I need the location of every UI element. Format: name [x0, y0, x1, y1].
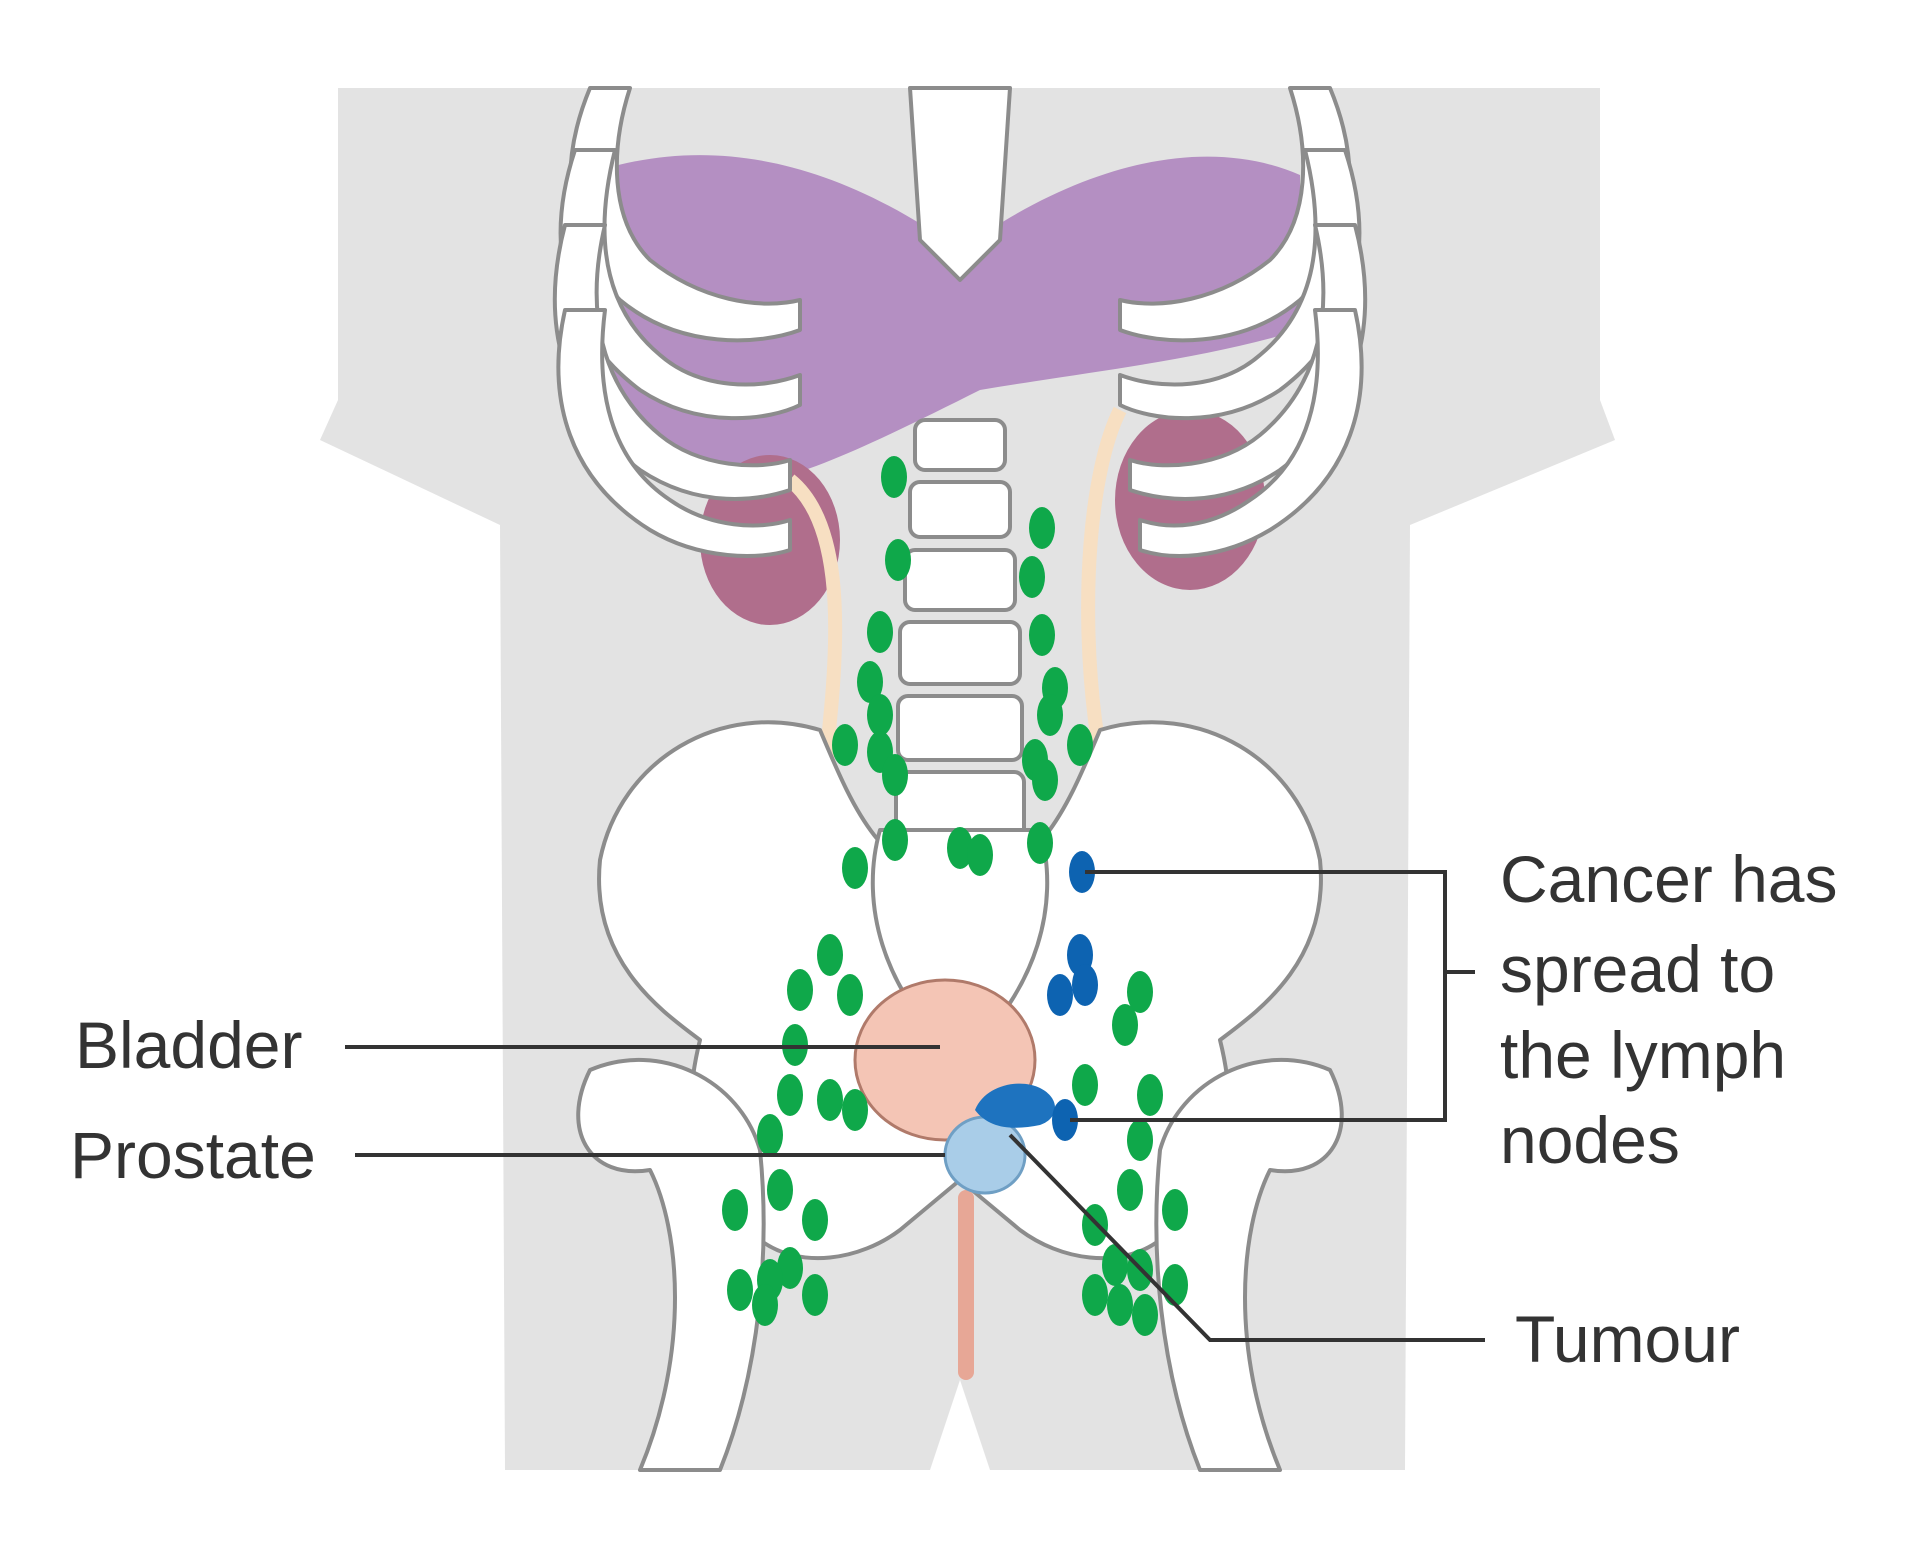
lymph-node-normal [757, 1114, 783, 1156]
lymph-bracket [1070, 870, 1447, 1122]
lymph-node-normal [1082, 1274, 1108, 1316]
lymph-node-normal [881, 456, 907, 498]
lymph-node-normal [1067, 724, 1093, 766]
lymph-node-normal [857, 661, 883, 703]
prostate [943, 1115, 1027, 1195]
lymph-node-normal [752, 1284, 778, 1326]
lymph-nodes [722, 456, 1188, 1336]
lymph-node-cancer [1052, 1099, 1078, 1141]
label-lymph-line-3: the lymph [1500, 1018, 1786, 1092]
lymph-node-normal [1072, 1064, 1098, 1106]
lymph-node-normal [787, 969, 813, 1011]
lymph-node-normal [832, 724, 858, 766]
lymph-node-normal [722, 1189, 748, 1231]
lymph-node-normal [727, 1269, 753, 1311]
tumour-leader [1008, 1133, 1485, 1342]
ribcage [552, 86, 1368, 558]
lymph-node-normal [1117, 1169, 1143, 1211]
lymph-node-normal [777, 1247, 803, 1289]
lymph-node-normal [1137, 1074, 1163, 1116]
lymph-node-cancer [1072, 964, 1098, 1006]
lymph-node-normal [1029, 614, 1055, 656]
urethra [958, 1190, 974, 1380]
lymph-node-normal [1112, 1004, 1138, 1046]
lymph-node-normal [967, 834, 993, 876]
lymph-node-cancer [1069, 851, 1095, 893]
lymph-node-normal [1102, 1244, 1128, 1286]
lymph-node-normal [1032, 759, 1058, 801]
label-prostate: Prostate [70, 1118, 316, 1192]
lymph-node-normal [867, 694, 893, 736]
lymph-node-normal [817, 934, 843, 976]
lymph-node-normal [1019, 556, 1045, 598]
label-tumour: Tumour [1515, 1302, 1740, 1376]
leader-lines [345, 870, 1485, 1342]
lymph-node-normal [802, 1199, 828, 1241]
tumour [975, 1083, 1055, 1128]
label-bladder: Bladder [75, 1008, 303, 1082]
lymph-node-cancer [1047, 974, 1073, 1016]
lymph-node-normal [802, 1274, 828, 1316]
lymph-node-normal [1127, 971, 1153, 1013]
lymph-node-normal [1132, 1294, 1158, 1336]
lymph-node-normal [882, 819, 908, 861]
label-lymph-line-1: Cancer has [1500, 842, 1838, 916]
lymph-node-normal [842, 847, 868, 889]
left-femur [576, 1058, 766, 1472]
lymph-node-normal [1127, 1119, 1153, 1161]
lymph-node-normal [837, 974, 863, 1016]
lymph-node-normal [777, 1074, 803, 1116]
lymph-node-normal [817, 1079, 843, 1121]
label-lymph-line-4: nodes [1500, 1103, 1680, 1177]
lymph-node-normal [1029, 507, 1055, 549]
lymph-node-normal [1107, 1284, 1133, 1326]
lymph-node-normal [842, 1089, 868, 1131]
lymph-node-normal [882, 754, 908, 796]
lymph-node-normal [1037, 694, 1063, 736]
lymph-node-normal [885, 539, 911, 581]
lymph-node-normal [767, 1169, 793, 1211]
label-lymph-line-2: spread to [1500, 932, 1775, 1006]
lymph-node-normal [1162, 1264, 1188, 1306]
lymph-node-normal [947, 827, 973, 869]
lymph-node-normal [1162, 1189, 1188, 1231]
right-femur [1154, 1058, 1344, 1472]
lymph-node-normal [867, 611, 893, 653]
spine [894, 418, 1026, 840]
lymph-node-normal [1027, 822, 1053, 864]
